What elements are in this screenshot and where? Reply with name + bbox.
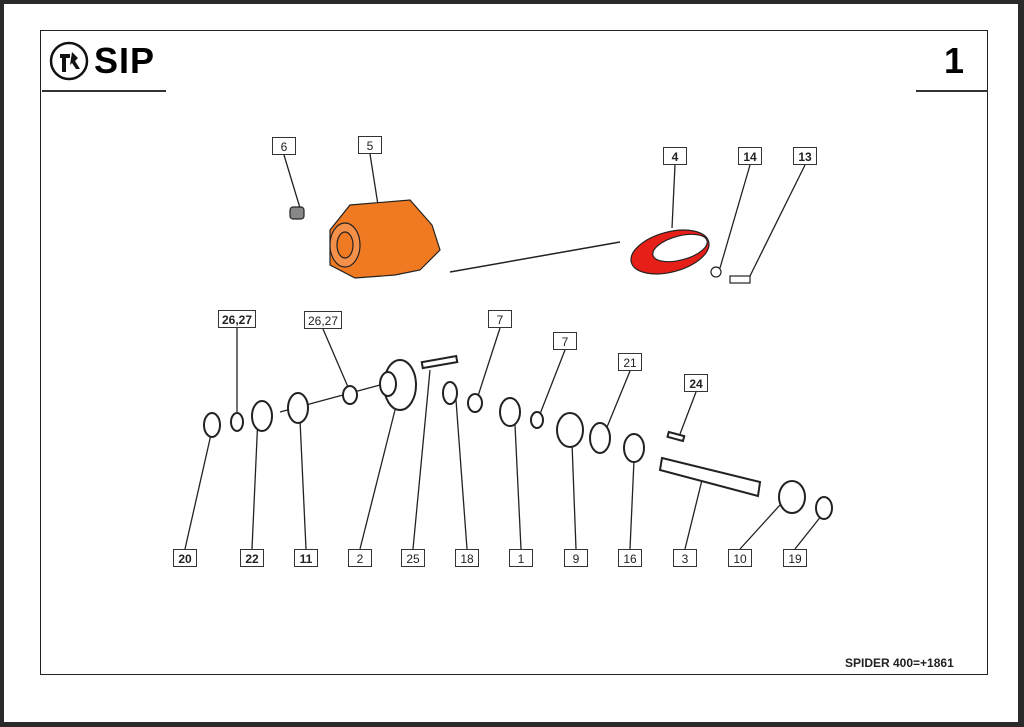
callout-16[interactable]: 16 xyxy=(618,549,642,567)
drawing-frame xyxy=(40,30,988,675)
callout-25[interactable]: 25 xyxy=(401,549,425,567)
shaft-components xyxy=(203,354,833,520)
callout-14[interactable]: 14 xyxy=(738,147,762,165)
brand-name: SIP xyxy=(94,40,156,81)
page-number: 1 xyxy=(944,40,965,81)
leader-lines xyxy=(184,153,823,550)
callout-26-27-left[interactable]: 26,27 xyxy=(217,310,257,328)
callout-7-a[interactable]: 7 xyxy=(488,310,512,328)
sip-logo: SIP xyxy=(48,40,155,82)
callout-5[interactable]: 5 xyxy=(358,136,382,154)
callout-3[interactable]: 3 xyxy=(673,549,697,567)
callout-6[interactable]: 6 xyxy=(272,137,296,155)
callout-21[interactable]: 21 xyxy=(618,353,642,371)
callout-26-27-right[interactable]: 26,27 xyxy=(303,311,343,329)
callout-24[interactable]: 24 xyxy=(684,374,708,392)
sip-emblem-icon xyxy=(49,41,89,81)
callout-10[interactable]: 10 xyxy=(728,549,752,567)
callout-22[interactable]: 22 xyxy=(240,549,264,567)
callout-7-b[interactable]: 7 xyxy=(553,332,577,350)
callout-2[interactable]: 2 xyxy=(348,549,372,567)
callout-19[interactable]: 19 xyxy=(783,549,807,567)
page xyxy=(4,4,1018,722)
model-reference: SPIDER 400=+1861 xyxy=(845,656,954,670)
callout-1[interactable]: 1 xyxy=(509,549,533,567)
highlighted-seal-part xyxy=(630,229,751,284)
callout-9[interactable]: 9 xyxy=(564,549,588,567)
callout-18[interactable]: 18 xyxy=(455,549,479,567)
gearbox-housing xyxy=(289,199,441,279)
callout-4[interactable]: 4 xyxy=(663,147,687,165)
callout-20[interactable]: 20 xyxy=(173,549,197,567)
callout-11[interactable]: 11 xyxy=(294,549,318,567)
header-rule-right xyxy=(916,90,988,92)
callout-13[interactable]: 13 xyxy=(793,147,817,165)
header-rule-left xyxy=(42,90,166,92)
